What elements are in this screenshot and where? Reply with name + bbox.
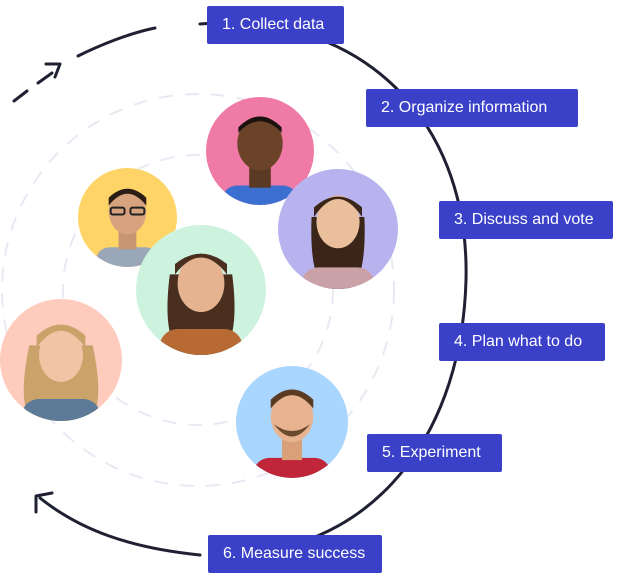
step-2-organize-information: 2. Organize information [366,89,578,127]
person-avatar-icon [278,169,398,289]
person-avatar-icon [0,299,122,421]
arrow-head-icon [44,62,62,79]
dashed-ring-outer [1,93,395,487]
avatar-person-6 [236,366,348,478]
step-1-collect-data: 1. Collect data [207,6,344,44]
person-avatar-icon [206,97,314,205]
person-avatar-icon [236,366,348,478]
step-4-plan-what-to-do: 4. Plan what to do [439,323,605,361]
step-3-discuss-and-vote: 3. Discuss and vote [439,201,613,239]
avatar-person-1 [206,97,314,205]
dashed-ring-inner [62,154,334,426]
step-5-experiment: 5. Experiment [367,434,502,472]
avatar-person-3 [278,169,398,289]
person-avatar-icon [136,225,266,355]
step-6-measure-success: 6. Measure success [208,535,382,573]
arrow-head-icon [34,491,54,514]
avatar-person-4 [136,225,266,355]
cycle-arc-dash-1 [12,89,29,103]
cycle-arc-top-dash [76,26,157,58]
avatar-person-5 [0,299,122,421]
cycle-arc-dash-2 [36,71,54,85]
cycle-arc-return [38,496,202,557]
